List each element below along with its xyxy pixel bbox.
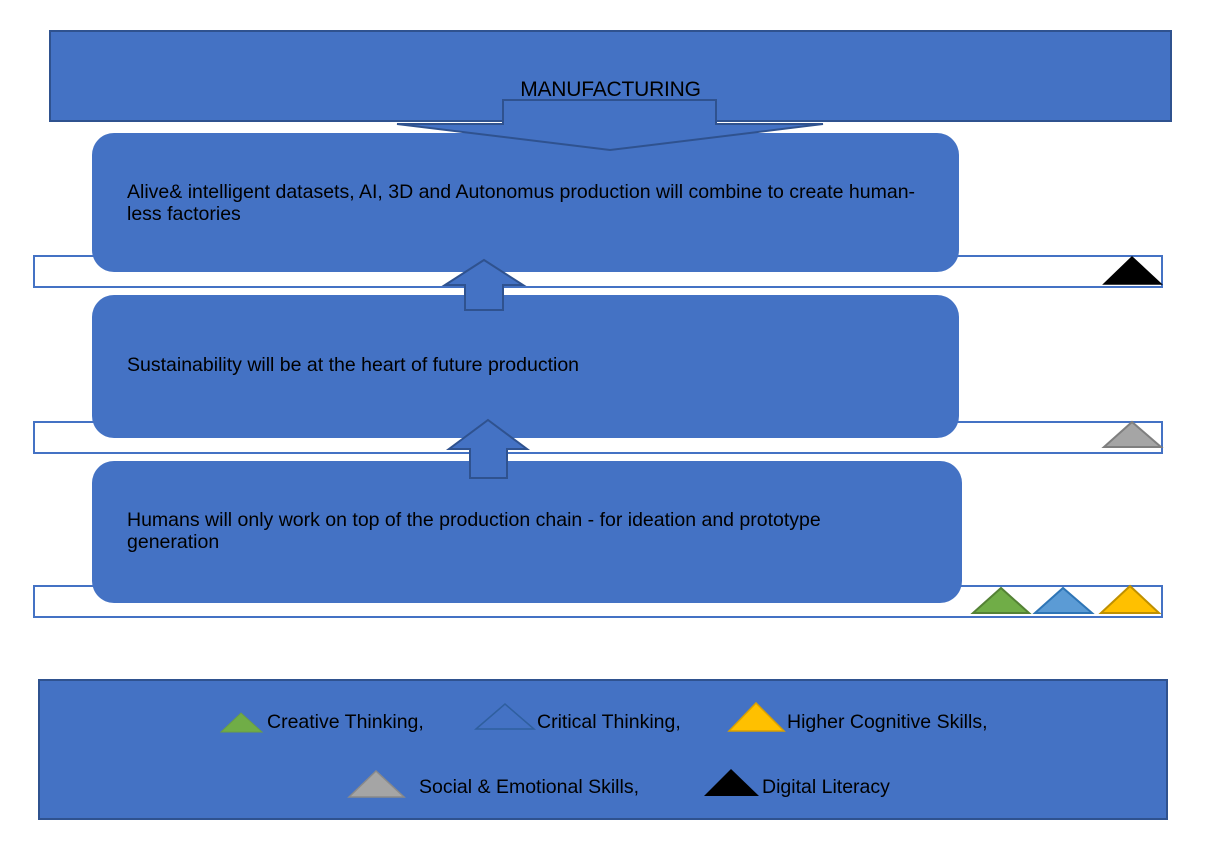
social-emotional-triangle-icon	[1101, 420, 1164, 448]
legend-label-critical-thinking: Critical Thinking,	[537, 711, 681, 733]
level-box-2: Sustainability will be at the heart of f…	[92, 295, 959, 438]
legend-critical-thinking-icon	[473, 703, 537, 730]
down-arrow-icon	[396, 99, 824, 152]
legend-label-social-emotional-skills: Social & Emotional Skills,	[419, 776, 640, 798]
legend-creative-thinking-icon	[219, 712, 264, 733]
creative-thinking-triangle-icon	[970, 586, 1032, 614]
critical-thinking-triangle-icon	[1032, 586, 1095, 614]
up-arrow-icon	[441, 258, 527, 311]
up-arrow-icon	[445, 418, 531, 479]
level-text-1: Alive& intelligent datasets, AI, 3D and …	[127, 181, 916, 225]
legend-higher-cognitive-icon	[727, 701, 786, 732]
legend-digital-literacy-icon	[704, 769, 759, 796]
level-text-2: Sustainability will be at the heart of f…	[127, 354, 580, 376]
legend-label-digital-literacy: Digital Literacy	[762, 776, 890, 798]
higher-cognitive-triangle-icon	[1098, 584, 1162, 614]
header-title: MANUFACTURING	[520, 78, 701, 101]
legend	[38, 679, 1168, 820]
legend-label-creative-thinking: Creative Thinking,	[267, 711, 424, 733]
legend-label-higher-cognitive-skills: Higher Cognitive Skills,	[787, 711, 988, 733]
level-box-1: Alive& intelligent datasets, AI, 3D and …	[92, 133, 959, 272]
level-box-3: Humans will only work on top of the prod…	[92, 461, 962, 603]
level-text-3: Humans will only work on top of the prod…	[127, 509, 821, 553]
digital-literacy-triangle-icon	[1102, 255, 1163, 285]
legend-social-emotional-icon	[347, 769, 406, 798]
